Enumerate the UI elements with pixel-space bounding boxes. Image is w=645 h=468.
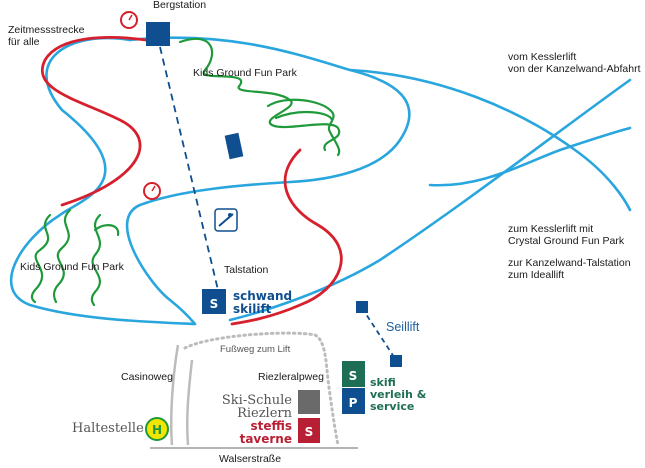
footpath xyxy=(183,331,340,447)
label-crystal-1: zum Kesslerlift mit xyxy=(508,223,593,235)
svg-text:verleih &: verleih & xyxy=(370,388,427,401)
svg-text:service: service xyxy=(370,400,414,413)
schwand-lift-line xyxy=(159,46,219,291)
label-fussweg: Fußweg zum Lift xyxy=(220,344,291,355)
bus-stop-icon[interactable]: H xyxy=(145,417,169,441)
label-zeitmess-2: für alle xyxy=(8,36,40,48)
svg-text:S: S xyxy=(349,369,358,383)
skischule-riezlern-logo[interactable]: Ski-Schule Riezlern xyxy=(222,390,320,421)
svg-text:H: H xyxy=(152,423,162,437)
label-casinoweg: Casinoweg xyxy=(121,371,173,383)
svg-text:S: S xyxy=(305,425,314,439)
fun-park-trails xyxy=(30,37,341,307)
label-riezleralpweg: Riezleralpweg xyxy=(258,371,324,383)
seillift-line xyxy=(361,307,397,361)
label-kids-park-top: Kids Ground Fun Park xyxy=(193,67,298,79)
svg-text:skifi: skifi xyxy=(370,376,396,389)
label-bergstation: Bergstation xyxy=(153,0,206,11)
label-crystal-2: Crystal Ground Fun Park xyxy=(508,235,625,247)
roads xyxy=(170,344,194,446)
svg-text:skilift: skilift xyxy=(233,302,272,316)
label-kanzel-2: zum Ideallift xyxy=(508,269,564,281)
mid-station-marker[interactable] xyxy=(224,132,244,160)
skifi-logo[interactable]: S P skifi verleih & service xyxy=(342,361,427,414)
label-haltestelle: Haltestelle xyxy=(72,421,144,436)
label-walserstrasse: Walserstraße xyxy=(219,453,281,465)
label-zeitmess-1: Zeitmessstrecke xyxy=(8,24,85,36)
red-piste xyxy=(41,36,343,326)
schwand-skilift-logo[interactable]: S schwand skilift xyxy=(202,289,292,316)
ski-school-icon xyxy=(214,208,238,232)
svg-text:steffis: steffis xyxy=(250,419,292,433)
label-kids-park-left: Kids Ground Fun Park xyxy=(20,261,125,273)
label-talstation: Talstation xyxy=(224,264,269,276)
svg-text:S: S xyxy=(210,297,219,311)
steffis-taverne-logo[interactable]: steffis taverne S xyxy=(240,418,320,446)
svg-text:taverne: taverne xyxy=(240,432,292,446)
svg-text:Riezlern: Riezlern xyxy=(237,406,293,421)
seillift-top-marker[interactable] xyxy=(356,301,368,313)
stopwatch-icon xyxy=(143,182,161,200)
stopwatch-icon xyxy=(120,11,138,29)
label-kessler-2: von der Kanzelwand-Abfahrt xyxy=(508,63,641,75)
svg-text:P: P xyxy=(349,396,358,410)
blue-piste xyxy=(9,36,632,326)
label-kanzel-1: zur Kanzelwand-Talstation xyxy=(508,257,631,269)
label-kessler-1: vom Kesslerlift xyxy=(508,51,576,63)
svg-text:schwand: schwand xyxy=(233,289,292,303)
seillift-bottom-marker[interactable] xyxy=(390,355,402,367)
svg-text:Ski-Schule: Ski-Schule xyxy=(222,393,292,408)
label-seillift: Seillift xyxy=(386,320,420,334)
bergstation-marker[interactable] xyxy=(146,22,170,46)
